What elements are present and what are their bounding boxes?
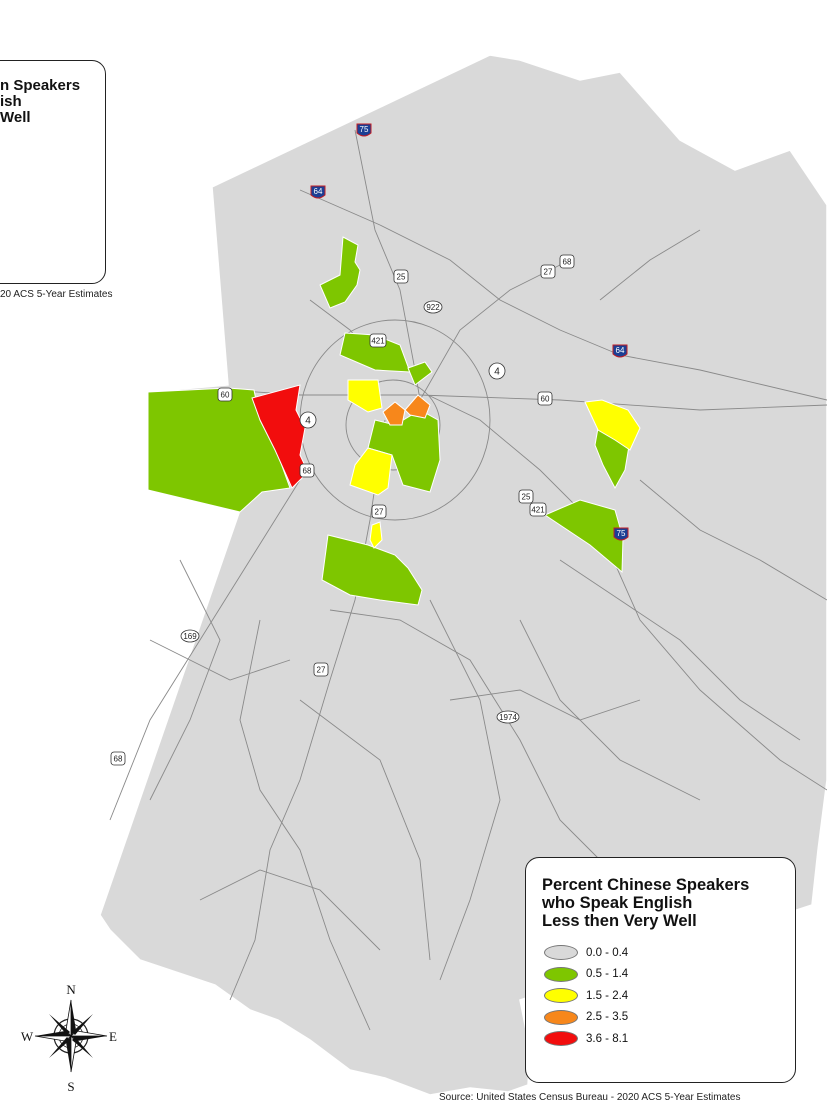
road-network <box>109 129 827 1031</box>
legend-item: 2.5 - 3.5 <box>542 1007 795 1029</box>
legend-swatch <box>544 1009 578 1025</box>
us-route-shield: 27 <box>540 264 556 279</box>
legend-title-line: Less then Very Well <box>542 912 697 930</box>
svg-text:27: 27 <box>375 508 384 517</box>
svg-text:922: 922 <box>426 303 440 312</box>
legend-label: 1.5 - 2.4 <box>586 989 629 1002</box>
tract <box>147 387 291 513</box>
us-route-shield: 68 <box>110 751 126 766</box>
us-route-shield: 25 <box>393 269 409 284</box>
tract <box>347 379 383 413</box>
us-route-shield: 27 <box>313 662 329 677</box>
us-route-shield: 68 <box>299 463 315 478</box>
svg-text:421: 421 <box>531 506 545 515</box>
legend-swatch <box>544 966 578 982</box>
svg-text:27: 27 <box>544 268 553 277</box>
legend-label: 0.5 - 1.4 <box>586 968 629 981</box>
compass-north-label: N <box>66 982 76 997</box>
ghost-legend-title-line: ish <box>0 93 22 110</box>
tract <box>321 534 423 606</box>
legend-swatch <box>544 1031 578 1047</box>
legend-title-line: Percent Chinese Speakers <box>542 876 750 894</box>
compass-east-label: E <box>109 1029 117 1044</box>
legend-item: 0.0 - 0.4 <box>542 942 795 964</box>
svg-text:68: 68 <box>114 755 123 764</box>
us-route-shield: 60 <box>537 391 553 406</box>
state-route-shield: 169 <box>180 629 200 643</box>
svg-text:68: 68 <box>563 258 572 267</box>
tract <box>382 401 406 426</box>
us-route-shield: 27 <box>371 504 387 519</box>
svg-text:60: 60 <box>221 391 230 400</box>
tract <box>349 447 393 496</box>
legend-title-line: who Speak English <box>542 894 693 912</box>
us-route-shields: 25 27 68 60 60 421 68 27 421 25 27 68 <box>110 254 575 766</box>
tract <box>404 394 431 419</box>
svg-text:64: 64 <box>616 346 625 355</box>
interstate-shield-64-east: 64 <box>612 344 628 358</box>
interstate-shield-75-south: 75 <box>613 527 629 541</box>
svg-text:60: 60 <box>541 395 550 404</box>
state-route-shields: 922 4 4 169 1974 <box>180 300 520 724</box>
interstate-shield-64-north: 64 <box>310 185 326 199</box>
svg-text:75: 75 <box>360 125 369 134</box>
tract <box>251 384 309 489</box>
map-legend: Percent Chinese Speakers who Speak Engli… <box>525 857 796 1083</box>
svg-text:25: 25 <box>522 493 531 502</box>
svg-text:421: 421 <box>371 337 385 346</box>
svg-text:169: 169 <box>183 632 197 641</box>
ghost-source-text: 20 ACS 5-Year Estimates <box>0 289 113 300</box>
svg-text:4: 4 <box>305 416 311 427</box>
legend-item: 0.5 - 1.4 <box>542 964 795 986</box>
state-route-shield: 1974 <box>496 710 520 724</box>
ghost-legend-box <box>0 60 106 284</box>
svg-text:27: 27 <box>317 666 326 675</box>
state-route-shield: 4 <box>299 411 317 429</box>
legend-swatch <box>544 945 578 961</box>
svg-text:4: 4 <box>494 367 500 378</box>
tract <box>584 399 641 451</box>
interstate-shield-75-north: 75 <box>356 123 372 137</box>
legend-items: 0.0 - 0.4 0.5 - 1.4 1.5 - 2.4 2.5 - 3.5 … <box>542 942 795 1050</box>
ghost-legend-title-line: Well <box>0 109 31 126</box>
legend-item: 1.5 - 2.4 <box>542 985 795 1007</box>
us-route-shield: 421 <box>369 333 387 348</box>
tract <box>369 521 383 549</box>
tracts-1.5-2.4 <box>347 379 641 549</box>
svg-text:68: 68 <box>303 467 312 476</box>
tract <box>407 361 433 386</box>
tracts-0.5-1.4 <box>147 236 631 606</box>
us-route-shield: 421 <box>529 502 547 517</box>
us-route-shield: 68 <box>559 254 575 269</box>
state-route-shield: 4 <box>488 362 506 380</box>
legend-label: 0.0 - 0.4 <box>586 946 629 959</box>
legend-label: 2.5 - 3.5 <box>586 1011 629 1024</box>
interstate-shields: 75 64 64 75 <box>310 123 629 541</box>
us-route-shield: 60 <box>217 387 233 402</box>
ghost-legend-title: n Speakers ish Well <box>0 78 80 126</box>
us-route-shield: 25 <box>518 489 534 504</box>
compass-south-label: S <box>67 1079 74 1094</box>
ghost-legend-title-line: n Speakers <box>0 77 81 94</box>
compass-west-label: W <box>21 1029 34 1044</box>
legend-item: 3.6 - 8.1 <box>542 1028 795 1050</box>
svg-text:75: 75 <box>617 529 626 538</box>
source-citation: Source: United States Census Bureau - 20… <box>439 1092 741 1103</box>
svg-text:64: 64 <box>314 187 323 196</box>
tracts-3.6-8.1 <box>251 384 309 489</box>
county-outline <box>99 54 827 1096</box>
legend-title: Percent Chinese Speakers who Speak Engli… <box>542 876 795 930</box>
legend-swatch <box>544 988 578 1004</box>
state-route-shield: 922 <box>423 300 443 314</box>
tract <box>319 236 361 309</box>
compass-rose-icon: N S E W <box>21 982 117 1094</box>
svg-text:25: 25 <box>397 273 406 282</box>
legend-label: 3.6 - 8.1 <box>586 1032 629 1045</box>
tracts-2.5-3.5 <box>382 394 431 426</box>
svg-text:1974: 1974 <box>499 713 517 722</box>
